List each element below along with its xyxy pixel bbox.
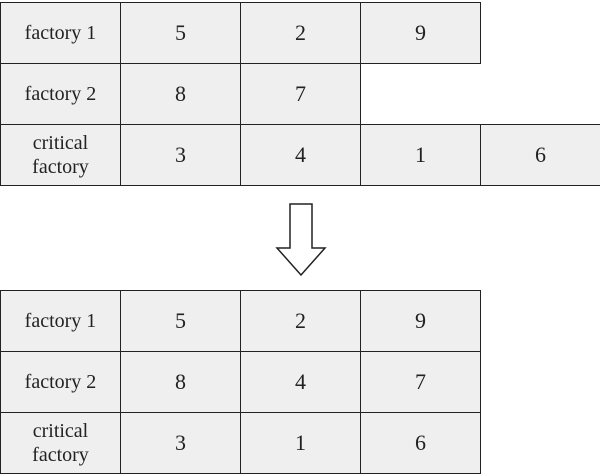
job-cell: 3 — [120, 124, 241, 186]
row-label-cell: factory 1 — [0, 290, 121, 352]
job-cell: 3 — [120, 412, 241, 474]
row-label-cell: factory 2 — [0, 63, 121, 125]
job-cell: 4 — [240, 124, 361, 186]
row-label-cell: factory 1 — [0, 2, 121, 64]
row-label-cell: factory 2 — [0, 351, 121, 413]
job-cell: 6 — [360, 412, 481, 474]
job-cell: 6 — [480, 124, 600, 186]
row-label: critical factory — [32, 420, 89, 466]
job-cell: 5 — [120, 2, 241, 64]
job-cell: 1 — [360, 124, 481, 186]
row-label: critical factory — [32, 132, 89, 178]
job-cell: 9 — [360, 290, 481, 352]
job-cell: 8 — [120, 63, 241, 125]
job-cell: 8 — [120, 351, 241, 413]
row-label: factory 2 — [24, 83, 97, 105]
job-cell: 2 — [240, 2, 361, 64]
row-label-cell: critical factory — [0, 412, 121, 474]
job-cell: 5 — [120, 290, 241, 352]
job-cell: 7 — [240, 63, 361, 125]
job-cell: 4 — [240, 351, 361, 413]
row-label: factory 1 — [24, 310, 97, 332]
job-cell: 7 — [360, 351, 481, 413]
job-cell: 2 — [240, 290, 361, 352]
job-cell: 1 — [240, 412, 361, 474]
job-cell: 9 — [360, 2, 481, 64]
down-arrow-icon — [275, 203, 327, 277]
row-label-cell: critical factory — [0, 124, 121, 186]
row-label: factory 2 — [24, 371, 97, 393]
row-label: factory 1 — [24, 22, 97, 44]
